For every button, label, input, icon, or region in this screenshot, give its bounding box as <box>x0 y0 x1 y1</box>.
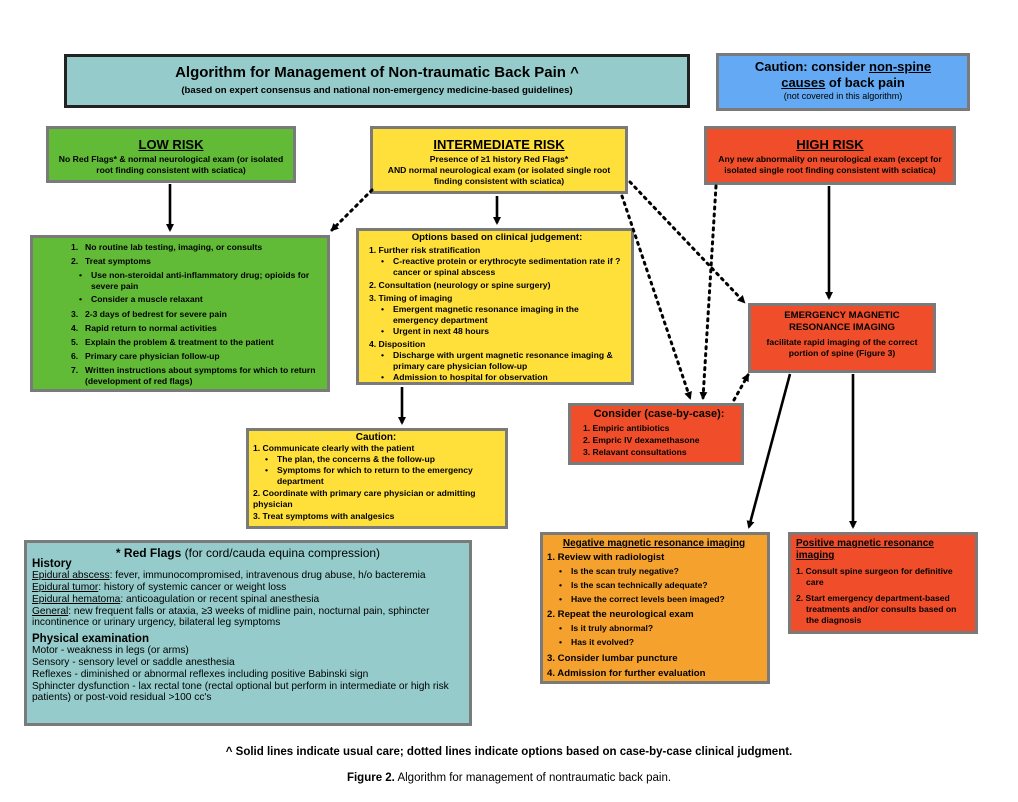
caution-note: (not covered in this algorithm) <box>783 91 903 101</box>
negative-mri-item: 2. Repeat the neurological exam <box>547 609 694 620</box>
caution-sub-item: •The plan, the concerns & the follow-up <box>265 454 436 464</box>
figure-caption: Figure 2. Algorithm for management of no… <box>0 772 1018 784</box>
options-item: 2. Consultation (neurology or spine surg… <box>369 280 551 290</box>
options-item: 1. Further risk stratification <box>369 245 481 255</box>
caution-item: 3. Treat symptoms with analgesics <box>253 511 395 521</box>
list-sub-item: •Consider a muscle relaxant <box>79 294 203 304</box>
caution-box: Caution: 1. Communicate clearly with the… <box>246 428 508 529</box>
caution-line2-link: causes <box>781 75 826 90</box>
options-sub-item: •Discharge with urgent magnetic resonanc… <box>381 350 613 371</box>
negative-mri-sub-item: •Have the correct levels been imaged? <box>559 594 725 604</box>
emergency-mri-desc: facilitate rapid imaging of the correct … <box>766 337 918 358</box>
positive-mri-heading: Positive magnetic resonance imaging <box>796 538 934 561</box>
options-heading: Options based on clinical judgement: <box>411 232 583 243</box>
intermediate-risk-desc2: AND normal neurological exam (or isolate… <box>387 165 611 186</box>
high-risk-box: HIGH RISK Any new abnormality on neurolo… <box>704 126 956 185</box>
caption-label: Figure 2. <box>346 772 395 784</box>
positive-mri-item: 2. Start emergency department-based trea… <box>796 593 957 625</box>
red-flag-row: Epidural tumor: history of systemic canc… <box>32 582 287 593</box>
caution-line1-pre: Caution: consider <box>754 59 869 74</box>
positive-mri-item: 1. Consult spine surgeon for definitive … <box>796 566 953 587</box>
options-sub-item: •Admission to hospital for observation <box>381 372 548 382</box>
red-flag-row: Epidural abscess: fever, immunocompromis… <box>32 570 426 581</box>
exam-row: Sensory - sensory level or saddle anesth… <box>32 657 235 668</box>
list-item: 4.Rapid return to normal activities <box>71 323 217 333</box>
options-box: Options based on clinical judgement: 1. … <box>356 228 634 385</box>
caution-non-spine-box: Caution: consider non-spine causes of ba… <box>716 53 970 111</box>
dotted-intermediate-to-low-care <box>330 188 374 232</box>
options-sub-item: •Urgent in next 48 hours <box>381 326 489 336</box>
low-risk-heading: LOW RISK <box>138 137 204 152</box>
list-item: 5.Explain the problem & treatment to the… <box>71 337 274 347</box>
exam-row: Sphincter dysfunction - lax rectal tone … <box>32 681 449 703</box>
caution-item: 2. Coordinate with primary care physicia… <box>253 488 476 509</box>
negative-mri-sub-item: •Is the scan technically adequate? <box>559 580 708 590</box>
negative-mri-heading: Negative magnetic resonance imaging <box>562 538 746 549</box>
footnote: ^ Solid lines indicate usual care; dotte… <box>225 746 793 758</box>
negative-mri-box: Negative magnetic resonance imaging 1. R… <box>540 532 770 684</box>
exam-row: Motor - weakness in legs (or arms) <box>32 645 189 656</box>
consider-item: 3. Relavant consultations <box>583 447 687 457</box>
negative-mri-item: 1. Review with radiologist <box>547 552 665 563</box>
options-item: 3. Timing of imaging <box>369 293 453 303</box>
list-item: 2.Treat symptoms <box>71 256 151 266</box>
options-item: 4. Disposition <box>369 339 426 349</box>
intermediate-risk-desc1: Presence of ≥1 history Red Flags* <box>429 154 569 164</box>
dotted-consider-to-emergency <box>732 373 750 402</box>
dotted-high-to-consider <box>699 184 718 400</box>
consider-item: 1. Empiric antibiotics <box>583 423 670 433</box>
page-title: Algorithm for Management of Non-traumati… <box>175 64 579 81</box>
low-risk-desc: No Red Flags* & normal neurological exam… <box>58 154 284 175</box>
caution-sub-item: •Symptoms for which to return to the eme… <box>265 465 473 486</box>
caution-line2-post: of back pain <box>825 75 905 90</box>
consider-item: 2. Empric IV dexamethasone <box>583 435 700 445</box>
caution-item: 1. Communicate clearly with the patient <box>253 443 415 453</box>
caution-line1-link: non-spine <box>869 59 932 74</box>
emergency-mri-box: EMERGENCY MAGNETIC RESONANCE IMAGING fac… <box>748 303 936 373</box>
negative-mri-sub-item: •Is the scan truly negative? <box>559 566 679 576</box>
consider-heading: Consider (case-by-case): <box>593 408 725 420</box>
arrow-emergency-to-negative <box>746 373 792 529</box>
options-sub-item: •Emergent magnetic resonance imaging in … <box>381 304 579 325</box>
list-item: 7.Written instructions about symptoms fo… <box>71 365 316 386</box>
list-item: 1.No routine lab testing, imaging, or co… <box>71 242 263 252</box>
positive-mri-box: Positive magnetic resonance imaging 1. C… <box>788 532 978 634</box>
caution-heading: Caution: <box>355 432 397 443</box>
low-risk-box: LOW RISK No Red Flags* & normal neurolog… <box>46 126 296 183</box>
page-subtitle: (based on expert consensus and national … <box>181 85 573 96</box>
negative-mri-item: 3. Consider lumbar puncture <box>547 653 678 664</box>
list-item: 3.2-3 days of bedrest for severe pain <box>71 309 227 319</box>
history-heading: History <box>32 558 72 570</box>
negative-mri-sub-item: •Has it evolved? <box>559 637 635 647</box>
red-flags-heading: * Red Flags <box>115 546 182 560</box>
low-risk-care-box: 1.No routine lab testing, imaging, or co… <box>30 235 330 392</box>
red-flag-row: General: new frequent falls or ataxia, ≥… <box>32 606 430 628</box>
intermediate-risk-box: INTERMEDIATE RISK Presence of ≥1 history… <box>370 126 628 194</box>
list-item: 6.Primary care physician follow-up <box>71 351 220 361</box>
emergency-mri-heading: EMERGENCY MAGNETIC RESONANCE IMAGING <box>784 310 900 333</box>
high-risk-desc: Any new abnormality on neurological exam… <box>718 154 942 175</box>
red-flag-row: Epidural hematoma: anticoagulation or re… <box>32 594 320 605</box>
exam-heading: Physical examination <box>32 633 149 645</box>
list-sub-item: •Use non-steroidal anti-inflammatory dru… <box>79 270 310 291</box>
negative-mri-item: 4. Admission for further evaluation <box>547 668 706 679</box>
consider-box: Consider (case-by-case): 1. Empiric anti… <box>568 403 744 465</box>
high-risk-heading: HIGH RISK <box>796 137 864 152</box>
options-sub-item: •C-reactive protein or erythrocyte sedim… <box>381 256 621 277</box>
exam-row: Reflexes - diminished or abnormal reflex… <box>32 669 369 680</box>
intermediate-risk-heading: INTERMEDIATE RISK <box>433 137 565 152</box>
caption-text: Algorithm for management of nontraumatic… <box>394 772 672 784</box>
negative-mri-sub-item: •Is it truly abnormal? <box>559 623 654 633</box>
red-flags-box: * Red Flags (for cord/cauda equina compr… <box>24 540 472 726</box>
title-box: Algorithm for Management of Non-traumati… <box>64 54 690 108</box>
dotted-intermediate-to-emergency <box>628 180 746 304</box>
red-flags-heading-rest: (for cord/cauda equina compression) <box>181 546 381 560</box>
